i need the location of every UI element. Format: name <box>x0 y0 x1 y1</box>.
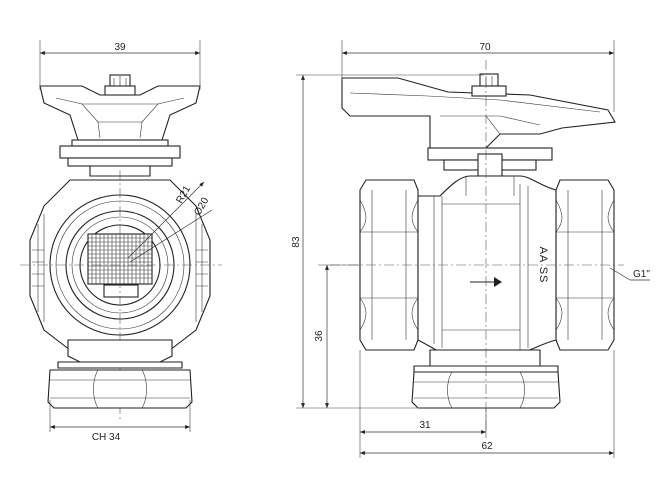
side-union-nut <box>47 339 193 409</box>
front-dimensions: 70 83 36 31 62 G1" <box>291 40 650 458</box>
dim-height: 83 <box>291 236 302 248</box>
dim-hex-nut: CH 34 <box>92 432 121 443</box>
front-central-body <box>417 175 557 353</box>
dim-axis-offset: 31 <box>419 420 431 431</box>
arrow-right-icon <box>470 277 502 287</box>
side-view <box>20 74 222 420</box>
front-view: AA SS <box>330 60 624 430</box>
body-marking: AA SS <box>537 247 549 284</box>
dim-front-width: 70 <box>479 42 491 53</box>
dim-thread: G1" <box>633 269 650 280</box>
side-handle <box>39 74 201 177</box>
dim-axis-height: 36 <box>314 330 325 342</box>
dim-side-width: 39 <box>114 42 126 53</box>
dim-diameter: Ø20 <box>192 195 211 217</box>
dim-body-length: 62 <box>481 441 493 452</box>
front-handle <box>341 73 616 177</box>
side-body <box>20 170 222 420</box>
